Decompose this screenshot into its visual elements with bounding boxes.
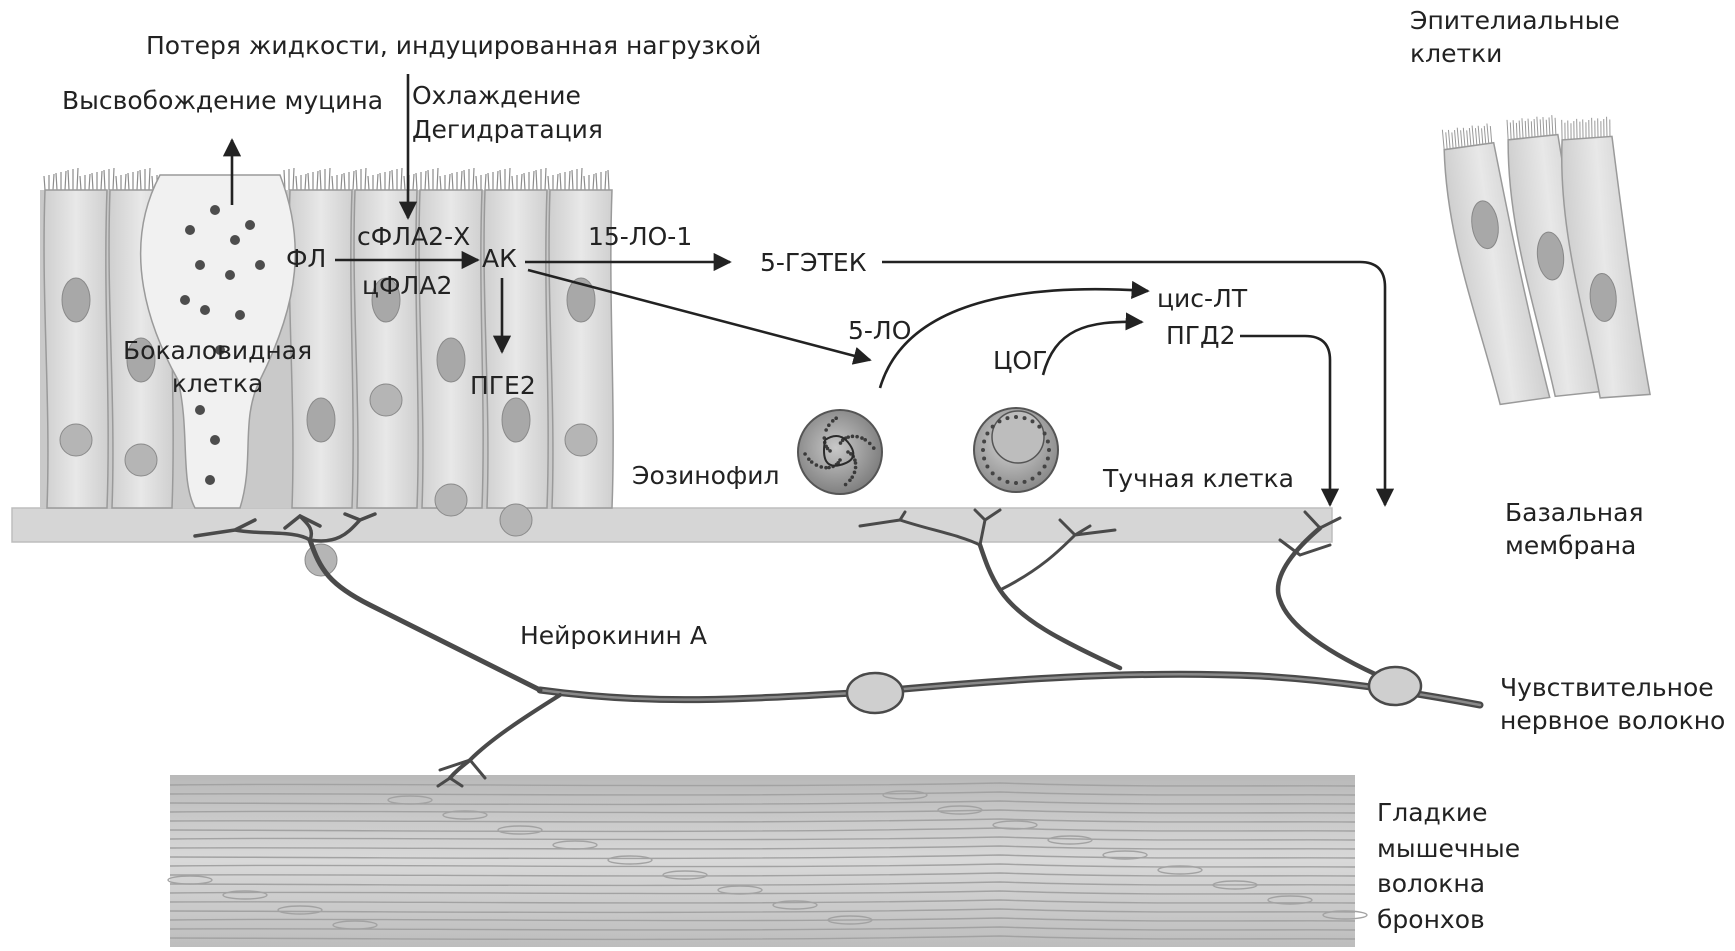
epithelial-cell xyxy=(484,190,548,536)
label-sensory-nerve: Чувствительное нервное волокно xyxy=(1500,672,1725,737)
smooth-muscle-layer xyxy=(168,775,1367,947)
label-mast-cell: Тучная клетка xyxy=(1103,463,1294,496)
label-cpla2: цФЛА2 xyxy=(362,270,452,303)
label-cis-lt: цис-ЛТ xyxy=(1157,283,1247,316)
label-5hetex: 5-ГЭТЕК xyxy=(760,247,866,280)
label-spla2: сФЛА2-Х xyxy=(357,221,470,254)
label-epithelial-cells: Эпителиальные клетки xyxy=(1410,5,1620,70)
isolated-epithelial-cells xyxy=(1439,113,1650,408)
label-5lo: 5-ЛО xyxy=(848,315,911,348)
label-15lo1: 15-ЛО-1 xyxy=(588,221,692,254)
label-pgd2: ПГД2 xyxy=(1166,320,1235,353)
basal-membrane xyxy=(12,508,1332,542)
ganglion-1 xyxy=(847,673,903,713)
label-aa: АК xyxy=(482,243,517,276)
label-pl: ФЛ xyxy=(286,243,326,276)
epithelial-cell xyxy=(44,190,108,508)
label-dehydration: Дегидратация xyxy=(412,114,603,147)
ganglion-2 xyxy=(1369,667,1421,705)
label-pge2: ПГЕ2 xyxy=(470,370,536,403)
label-cooling: Охлаждение xyxy=(412,80,581,113)
label-mucin-release: Высвобождение муцина xyxy=(62,85,383,118)
label-goblet-cell: Бокаловидная клетка xyxy=(123,335,312,400)
mast-cell xyxy=(974,408,1058,492)
label-eosinophil: Эозинофил xyxy=(632,460,780,493)
label-cox: ЦОГ xyxy=(993,345,1047,378)
arrow-cox-pgd2 xyxy=(1043,322,1142,375)
eosinophil-cell xyxy=(798,410,882,494)
label-fluid-loss: Потеря жидкости, индуцированная нагрузко… xyxy=(146,30,761,63)
label-basal-membrane: Базальная мембрана xyxy=(1505,497,1644,562)
sensory-nerve-fiber xyxy=(195,510,1480,786)
label-neurokinin-a: Нейрокинин А xyxy=(520,620,707,653)
label-smooth-muscle: Гладкие мышечные волокна бронхов xyxy=(1377,795,1520,937)
